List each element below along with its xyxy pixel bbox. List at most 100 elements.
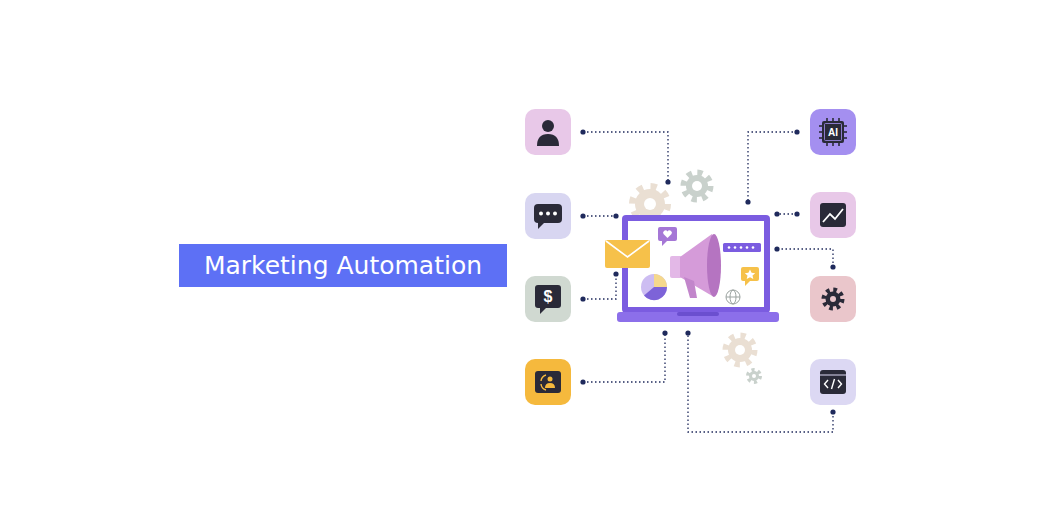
leader-dot xyxy=(830,264,835,269)
leader-dot xyxy=(662,330,667,335)
person-icon xyxy=(525,109,571,155)
title-box: Marketing Automation xyxy=(179,244,507,287)
cycle-frame xyxy=(535,371,561,393)
leader-line xyxy=(583,274,616,299)
globe xyxy=(726,290,740,304)
settings-body xyxy=(826,292,841,307)
title-text: Marketing Automation xyxy=(204,251,482,280)
icon-tile xyxy=(525,193,571,239)
progress-bar xyxy=(723,243,761,252)
gear-body xyxy=(686,175,708,197)
chart-frame xyxy=(820,203,846,227)
gear-teeth xyxy=(726,336,754,364)
leader-dot xyxy=(613,271,618,276)
cycle-arrow xyxy=(541,384,546,390)
laptop xyxy=(617,215,779,322)
bubble-tail xyxy=(745,281,750,286)
leader-line xyxy=(583,333,665,382)
gear-hole xyxy=(752,374,756,378)
gear-teeth xyxy=(684,173,710,199)
customer-cycle-icon xyxy=(525,359,571,405)
gear-grey xyxy=(684,173,710,199)
chat-icon xyxy=(525,193,571,239)
icon-tile xyxy=(525,359,571,405)
code-slash xyxy=(832,379,835,389)
settings-hole xyxy=(830,296,836,302)
cycle-person-body xyxy=(545,383,555,388)
leader-dot xyxy=(613,213,618,218)
chat-dot xyxy=(539,212,543,216)
bubble xyxy=(741,267,759,281)
gear-hole xyxy=(735,345,745,355)
analytics-icon xyxy=(810,192,856,238)
leader-dot xyxy=(685,330,690,335)
leader-dot xyxy=(665,179,670,184)
globe-outline xyxy=(726,290,740,304)
leader-dot xyxy=(774,211,779,216)
settings-teeth xyxy=(824,290,842,308)
leader-dot xyxy=(794,211,799,216)
code-bracket xyxy=(838,380,842,388)
person-head xyxy=(542,120,554,132)
code-window xyxy=(820,370,846,394)
chat-dot xyxy=(546,212,550,216)
laptop-base xyxy=(617,312,779,322)
gear-small-grey xyxy=(748,370,760,382)
ai-chip-icon xyxy=(810,109,856,155)
leader-line xyxy=(748,132,797,202)
megaphone xyxy=(670,234,721,298)
gear-hole xyxy=(644,198,656,210)
payment-bubble xyxy=(535,285,561,308)
envelope-body xyxy=(605,240,650,268)
chat-dot xyxy=(553,212,557,216)
code-icon xyxy=(810,359,856,405)
icon-tile xyxy=(810,192,856,238)
payment-tail xyxy=(540,307,547,314)
settings-icon xyxy=(810,276,856,322)
chip-body xyxy=(822,121,844,143)
bar-dot xyxy=(734,246,737,249)
leader-dot xyxy=(580,296,585,301)
pie xyxy=(641,274,667,300)
envelope-flap xyxy=(606,241,649,257)
leader-line xyxy=(583,132,668,182)
leader-dots xyxy=(580,129,835,414)
gear-body xyxy=(728,338,752,362)
heart-bubble xyxy=(658,227,677,246)
bar-dot xyxy=(740,246,743,249)
leader-line xyxy=(583,215,616,216)
leader-line xyxy=(777,213,797,214)
bar-dots xyxy=(728,246,755,249)
bar-dot xyxy=(746,246,749,249)
chat-tail xyxy=(538,222,545,229)
bubble-tail xyxy=(662,241,667,246)
pie-chart xyxy=(641,274,667,300)
leader-line xyxy=(777,249,833,267)
gear-bottom-beige xyxy=(726,336,754,364)
chart-line xyxy=(823,209,843,222)
pie-slice xyxy=(654,274,667,287)
chat-bubble xyxy=(534,204,562,223)
icon-tile xyxy=(810,276,856,322)
leader-lines xyxy=(583,132,833,432)
icon-glyph: $ xyxy=(535,285,561,308)
gear-teeth xyxy=(748,370,760,382)
payment-icon xyxy=(525,276,571,322)
laptop-notch xyxy=(677,312,719,316)
bar-dot xyxy=(752,246,755,249)
pie-slice xyxy=(644,287,667,300)
icon-glyph: AI xyxy=(822,121,844,143)
megaphone-mouth xyxy=(707,234,721,297)
gear-hole xyxy=(692,181,702,191)
globe-equator xyxy=(726,297,740,298)
bubble xyxy=(658,227,677,241)
bar xyxy=(723,243,761,252)
star xyxy=(745,270,755,280)
leader-dot xyxy=(580,129,585,134)
leader-dot xyxy=(580,213,585,218)
leader-dot xyxy=(830,409,835,414)
star-bubble xyxy=(741,267,759,286)
leader-dot xyxy=(745,199,750,204)
